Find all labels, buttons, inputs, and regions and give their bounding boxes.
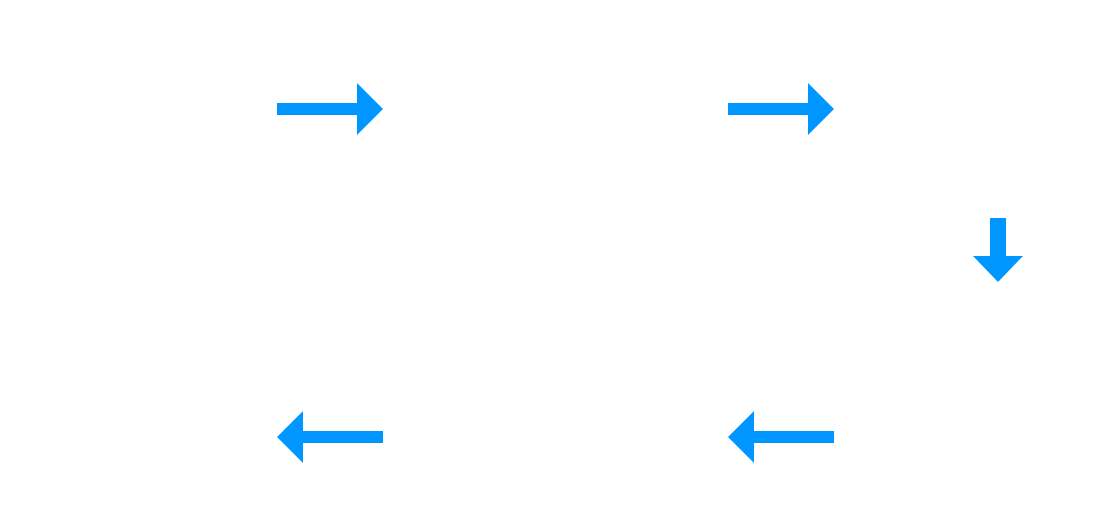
arrow-right-icon (728, 83, 834, 135)
arrow-right-icon (277, 83, 383, 135)
arrow-left-icon (277, 411, 383, 463)
arrow-left-icon (728, 411, 834, 463)
arrow-down-icon (973, 218, 1023, 282)
